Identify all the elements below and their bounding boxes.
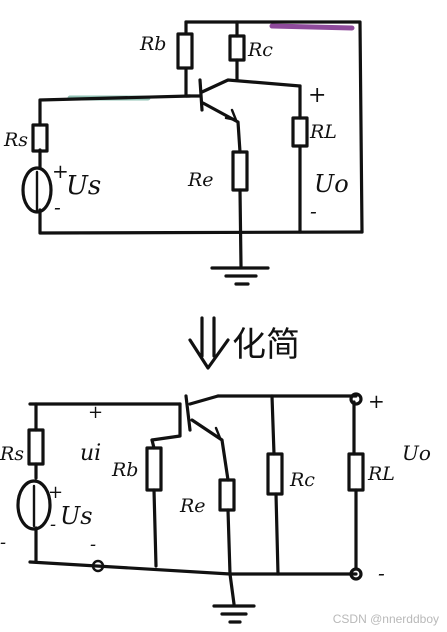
- resistor-rc: [266, 452, 284, 496]
- simplify-arrow: 化简: [188, 316, 300, 370]
- output-terminal-bottom: [349, 567, 363, 581]
- label-rb: Rb: [139, 33, 166, 55]
- rc-column-wire: [270, 394, 280, 576]
- label-uo: Uo: [314, 170, 349, 198]
- output-terminal-top: [349, 392, 363, 406]
- transistor-collector: [188, 394, 220, 406]
- transistor-base-bar: [184, 394, 192, 432]
- resistor-rs: [27, 428, 45, 466]
- label-rc: Rc: [247, 39, 273, 61]
- label-rc: Rc: [289, 469, 315, 491]
- resistor-rl: [347, 452, 365, 492]
- label-ui-plus: +: [88, 402, 103, 423]
- source-us: [16, 479, 52, 531]
- ground-symbol: [210, 266, 270, 286]
- label-rs: Rs: [3, 129, 28, 151]
- input-terminal-bottom: [91, 559, 105, 573]
- top-circuit: Rb Rc Rs Us + - Re RL Uo + -: [3, 20, 364, 286]
- label-uo-minus: -: [378, 561, 385, 585]
- re-ground-wire: [238, 188, 243, 268]
- resistor-rb: [145, 446, 163, 492]
- emitter-arrow: [224, 108, 238, 122]
- transistor-emitter: [201, 101, 242, 154]
- transistor-collector: [200, 78, 302, 94]
- double-down-arrow: [188, 316, 230, 370]
- bottom-circuit: Rs ui + - Us + - - Rb Re Rc RL Uo + -: [0, 389, 431, 624]
- rb-top-link: [150, 402, 182, 442]
- arrow-caption: 化简: [232, 325, 300, 365]
- source-us: [21, 166, 53, 214]
- label-rb: Rb: [111, 459, 138, 481]
- transistor-emitter: [190, 418, 230, 482]
- label-rl: RL: [309, 121, 337, 143]
- label-ui-minus: -: [90, 534, 96, 555]
- label-us-plus: +: [52, 159, 69, 183]
- label-ui: ui: [80, 441, 101, 466]
- emitter-arrow: [208, 426, 222, 440]
- watermark: CSDN @nnerddboy: [332, 612, 439, 626]
- rl-column-wire: [352, 400, 358, 570]
- label-us-minus: -: [54, 195, 61, 219]
- label-re: Re: [179, 495, 206, 517]
- label-uo-plus: +: [368, 389, 385, 413]
- bottom-bottom-wire: [28, 560, 358, 576]
- label-rs: Rs: [0, 443, 24, 465]
- label-left-minus: -: [0, 532, 6, 553]
- resistor-re: [231, 150, 249, 192]
- resistor-re: [218, 478, 236, 512]
- label-re: Re: [187, 169, 214, 191]
- resistor-rb: [176, 32, 194, 70]
- resistor-rs: [31, 123, 49, 153]
- label-us: Us: [60, 502, 93, 530]
- label-us: Us: [66, 171, 101, 201]
- top-rail-wire: [184, 20, 364, 234]
- label-rl: RL: [367, 463, 395, 485]
- rb-column-wire: [150, 438, 158, 568]
- left-loop-wire: [38, 94, 364, 235]
- label-uo: Uo: [402, 441, 431, 465]
- resistor-rl: [291, 116, 309, 148]
- label-us-plus: +: [48, 482, 63, 503]
- re-ground-wire: [226, 508, 236, 606]
- bottom-top-wire: [28, 394, 358, 406]
- label-us-minus: -: [50, 514, 56, 535]
- label-uo-plus: +: [308, 83, 326, 108]
- top-wire-highlight: [269, 23, 355, 31]
- label-uo-minus: -: [310, 199, 317, 223]
- resistor-rc: [228, 34, 246, 62]
- ground-symbol: [212, 604, 256, 624]
